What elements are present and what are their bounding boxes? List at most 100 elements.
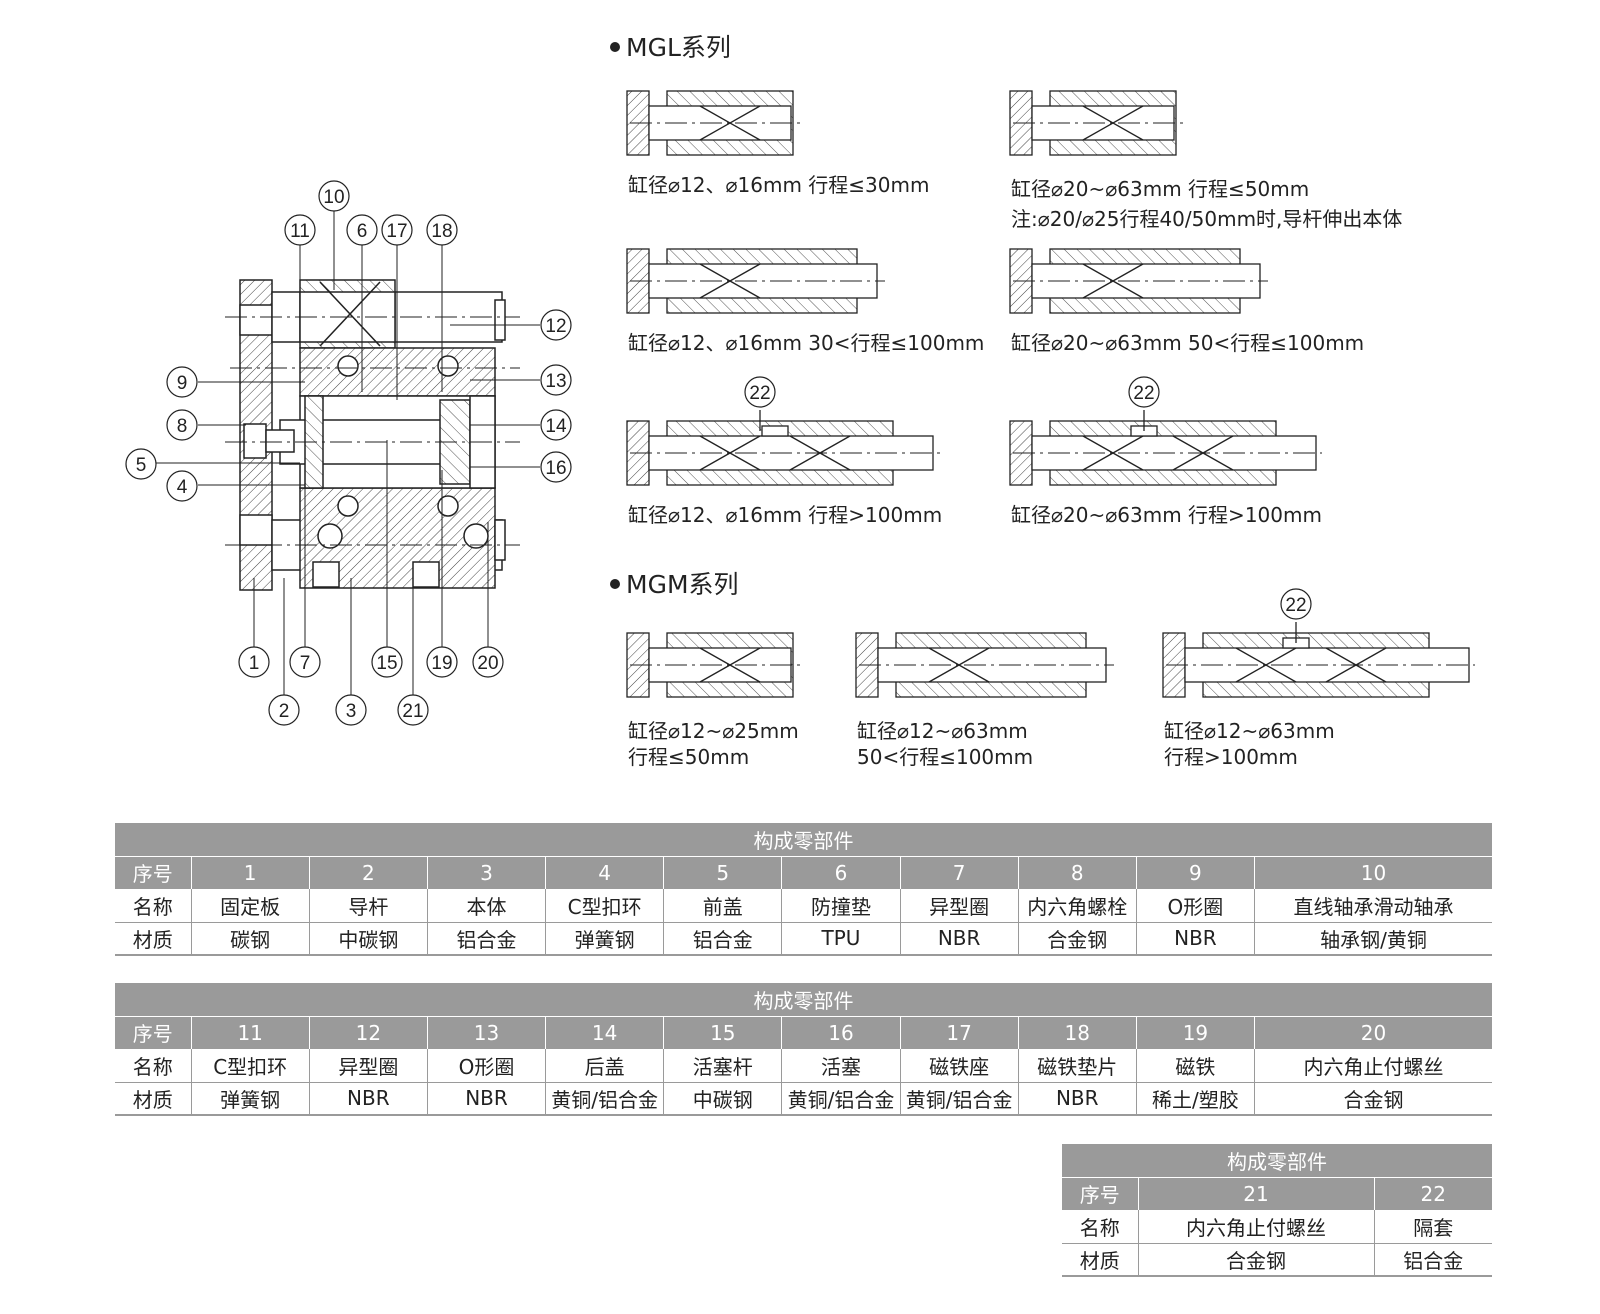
callout-18: 18 — [426, 214, 458, 246]
part-name: 导杆 — [308, 889, 428, 923]
part-index: 6 — [781, 855, 901, 889]
idx-label: 序号 — [115, 855, 192, 889]
part-name: 本体 — [426, 889, 546, 923]
part-material: 弹簧钢 — [190, 1082, 310, 1116]
part-index: 8 — [1017, 855, 1137, 889]
part-index: 11 — [190, 1015, 310, 1049]
part-material: NBR — [899, 922, 1019, 956]
part-material: 中碳钢 — [308, 922, 428, 956]
part-material: 碳钢 — [190, 922, 310, 956]
part-name: O形圈 — [1135, 889, 1255, 923]
callout-8: 8 — [166, 409, 198, 441]
part-name: 异型圈 — [899, 889, 1019, 923]
part-name: 磁铁垫片 — [1017, 1049, 1137, 1083]
part-name: 直线轴承滑动轴承 — [1254, 889, 1492, 923]
caption-mgm-1-line1: 缸径⌀12~⌀25mm — [628, 719, 799, 743]
svg-text:6: 6 — [357, 221, 368, 242]
material-label: 材质 — [115, 922, 192, 956]
table-3-title: 构成零部件 — [1062, 1144, 1493, 1177]
part-name: 异型圈 — [308, 1049, 428, 1083]
part-material: 弹簧钢 — [545, 922, 664, 956]
callout-labels: 1 2 3 4 5 6 7 8 9 10 11 12 13 14 15 16 1… — [125, 180, 572, 726]
part-material: NBR — [1017, 1082, 1137, 1116]
svg-text:20: 20 — [477, 653, 498, 674]
callout-13: 13 — [540, 364, 572, 396]
mgm-diagram-2 — [855, 632, 1114, 698]
mgl-series-title: MGL系列 — [610, 28, 731, 64]
mgl-diagram-b1 — [1009, 90, 1183, 156]
part-index: 2 — [308, 855, 428, 889]
caption-mgl-b1: 缸径⌀20~⌀63mm 行程≤50mm — [1011, 177, 1310, 201]
part-name: 固定板 — [190, 889, 310, 923]
svg-text:8: 8 — [177, 416, 188, 437]
part-index: 3 — [426, 855, 546, 889]
callout-7: 7 — [289, 646, 321, 678]
part-material: NBR — [426, 1082, 546, 1116]
part-index: 1 — [190, 855, 310, 889]
svg-text:11: 11 — [290, 221, 310, 242]
part-name: 磁铁座 — [899, 1049, 1019, 1083]
svg-text:5: 5 — [136, 455, 147, 476]
svg-text:10: 10 — [323, 187, 344, 208]
callout-4: 4 — [166, 470, 198, 502]
bullet-dot-icon — [610, 42, 620, 52]
svg-text:22: 22 — [1285, 595, 1306, 616]
svg-text:4: 4 — [177, 477, 188, 498]
svg-text:2: 2 — [279, 701, 290, 722]
cross-section-assembly — [225, 279, 520, 591]
svg-text:14: 14 — [545, 416, 567, 437]
part-index: 18 — [1017, 1015, 1137, 1049]
part-material: 合金钢 — [1254, 1082, 1492, 1116]
part-material: 黄铜/铝合金 — [899, 1082, 1019, 1116]
part-material: 黄铜/铝合金 — [781, 1082, 901, 1116]
callout-10: 10 — [318, 180, 350, 212]
part-index: 15 — [663, 1015, 782, 1049]
part-name: 前盖 — [663, 889, 782, 923]
part-name: 磁铁 — [1135, 1049, 1255, 1083]
svg-text:7: 7 — [300, 653, 311, 674]
callout-22-a: 22 — [744, 376, 776, 408]
part-name: 活塞 — [781, 1049, 901, 1083]
idx-label: 序号 — [115, 1015, 192, 1049]
callout-22-b: 22 — [1128, 376, 1160, 408]
part-name: 防撞垫 — [781, 889, 901, 923]
part-material: NBR — [308, 1082, 428, 1116]
part-index: 12 — [308, 1015, 428, 1049]
svg-text:19: 19 — [431, 653, 452, 674]
part-index: 21 — [1137, 1176, 1374, 1210]
callout-22-c: 22 — [1280, 588, 1312, 620]
part-index: 14 — [545, 1015, 664, 1049]
part-index: 10 — [1254, 855, 1492, 889]
mgl-diagram-a1 — [626, 90, 800, 156]
callout-12: 12 — [540, 309, 572, 341]
name-label: 名称 — [115, 1049, 192, 1083]
mgl-diagram-a2 — [626, 248, 885, 314]
callout-16: 16 — [540, 451, 572, 483]
mgl-title-text: MGL系列 — [626, 33, 731, 62]
part-material: 稀土/塑胶 — [1135, 1082, 1255, 1116]
mgl-diagram-b2 — [1009, 248, 1268, 314]
mgl-diagram-b3 — [1009, 410, 1322, 486]
svg-text:9: 9 — [177, 373, 188, 394]
parts-table-1: 构成零部件 序号 1 2 3 4 5 6 7 8 9 10 名称 固定板 导杆 … — [115, 823, 1492, 956]
svg-text:15: 15 — [376, 653, 397, 674]
parts-table-3: 构成零部件 序号 21 22 名称 内六角止付螺丝 隔套 材质 合金钢 铝合金 — [1062, 1144, 1493, 1277]
mgm-diagram-1 — [626, 632, 800, 698]
part-material: TPU — [781, 922, 901, 956]
caption-mgl-a3: 缸径⌀12、⌀16mm 行程>100mm — [628, 503, 943, 527]
callout-21: 21 — [397, 694, 429, 726]
callout-17: 17 — [381, 214, 413, 246]
svg-text:3: 3 — [346, 701, 357, 722]
idx-label: 序号 — [1062, 1176, 1138, 1210]
part-name: 内六角螺栓 — [1017, 889, 1137, 923]
part-index: 17 — [899, 1015, 1019, 1049]
svg-text:13: 13 — [545, 371, 566, 392]
part-index: 22 — [1373, 1176, 1493, 1210]
callout-1: 1 — [238, 646, 270, 678]
part-material: 铝合金 — [1373, 1243, 1493, 1277]
caption-mgl-a2: 缸径⌀12、⌀16mm 30<行程≤100mm — [628, 331, 985, 355]
caption-mgl-b1-note: 注:⌀20/⌀25行程40/50mm时,导杆伸出本体 — [1011, 207, 1403, 231]
callout-14: 14 — [540, 409, 572, 441]
bullet-dot-icon — [610, 579, 620, 589]
callout-2: 2 — [268, 694, 300, 726]
